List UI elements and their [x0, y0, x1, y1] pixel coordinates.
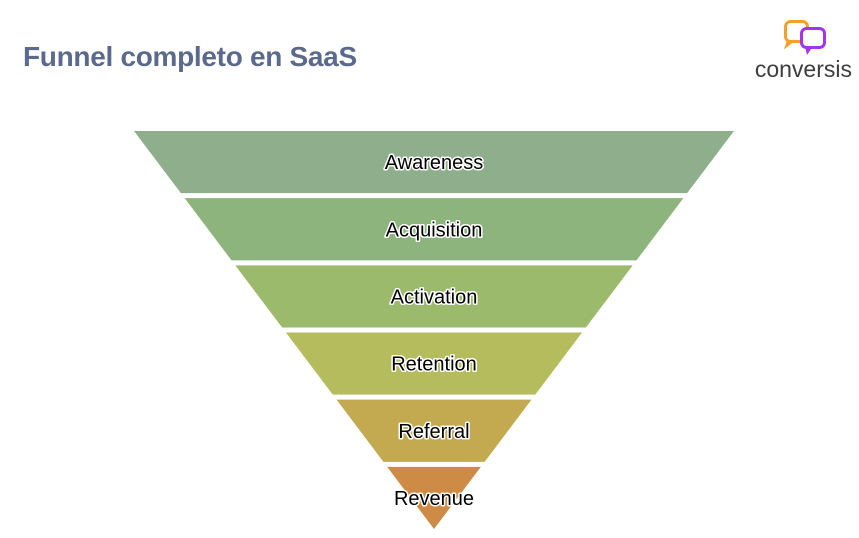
logo-text: conversis	[754, 56, 852, 82]
purple-chat-bubble-icon	[800, 27, 826, 55]
funnel-stage-activation	[235, 265, 633, 328]
funnel-stage-label: Acquisition	[386, 219, 483, 241]
funnel-stage-label: Activation	[391, 286, 478, 308]
funnel-stage-acquisition	[184, 198, 684, 261]
funnel-stage-awareness	[134, 131, 734, 194]
funnel-stage-label: Awareness	[385, 152, 484, 174]
funnel-stage-revenue	[387, 466, 481, 529]
page-title: Funnel completo en SaaS	[23, 41, 357, 72]
chat-bubbles-icon	[784, 20, 826, 55]
funnel-stage-label: Retention	[391, 354, 477, 376]
funnel-stage-label: Referral	[398, 421, 469, 443]
funnel-stage-referral	[336, 399, 532, 462]
funnel-stage-label: Revenue	[394, 488, 474, 510]
funnel-stage-retention	[285, 332, 583, 395]
conversis-logo: conversis	[755, 16, 852, 81]
